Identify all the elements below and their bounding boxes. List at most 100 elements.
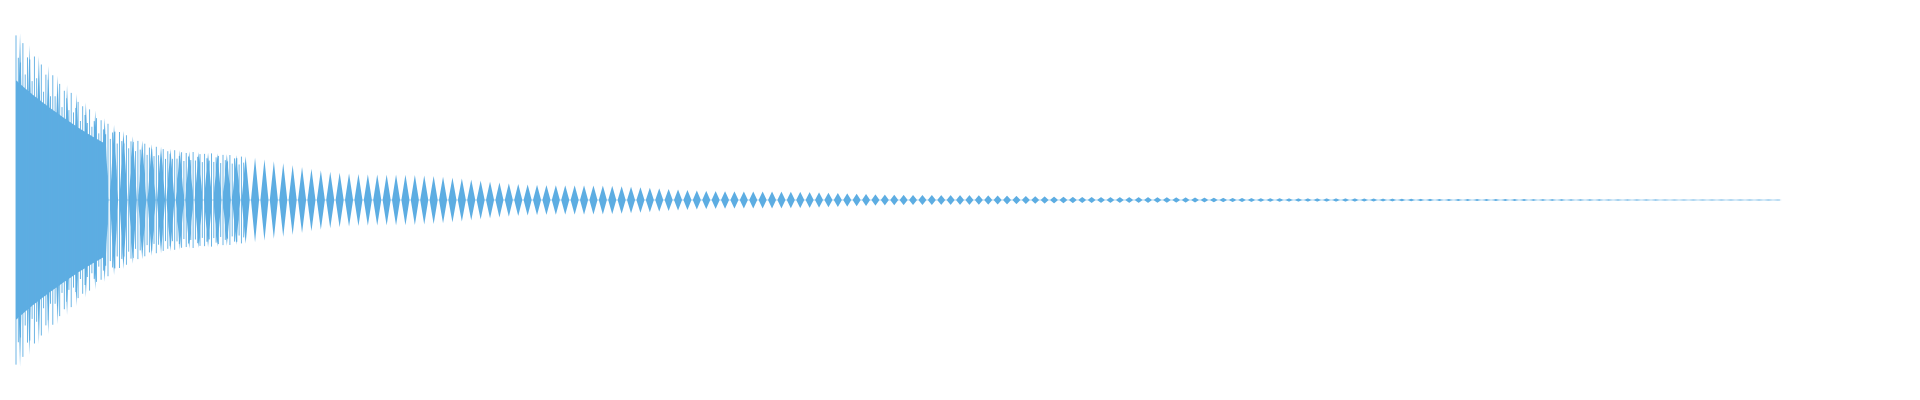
waveform-lobe xyxy=(363,174,372,226)
waveform-lobe xyxy=(1397,198,1406,202)
waveform-lobe xyxy=(1717,199,1726,201)
waveform-lobe xyxy=(598,185,607,215)
waveform-lobe xyxy=(1322,198,1331,202)
waveform-lobe xyxy=(1755,199,1764,201)
waveform-lobe xyxy=(946,195,955,205)
waveform-lobe xyxy=(439,176,448,224)
waveform-lobe xyxy=(937,195,946,205)
waveform-lobe xyxy=(1585,199,1594,201)
waveform-lobe xyxy=(984,195,993,205)
waveform-lobe xyxy=(561,185,570,215)
waveform-lobe xyxy=(974,195,983,205)
waveform-lobe xyxy=(1369,198,1378,202)
waveform-lobe xyxy=(1529,199,1538,201)
waveform-lobe xyxy=(739,191,748,209)
waveform-lobe xyxy=(1181,197,1190,203)
waveform-lobe xyxy=(542,185,551,215)
waveform-lobe xyxy=(909,194,918,206)
waveform-lobe xyxy=(570,185,579,215)
waveform-lobe xyxy=(702,190,711,210)
waveform-lobe xyxy=(852,193,861,207)
waveform-lobe xyxy=(523,184,532,216)
waveform-lobe xyxy=(476,180,485,220)
waveform-lobe xyxy=(1567,199,1576,201)
waveform-lobe xyxy=(1162,197,1171,203)
waveform-lobe xyxy=(1050,196,1059,204)
waveform-lobe xyxy=(796,191,805,209)
waveform-lobe xyxy=(260,159,269,241)
waveform-lobe xyxy=(1068,196,1077,204)
waveform-lobe xyxy=(1097,197,1106,203)
waveform-lobe xyxy=(1773,199,1782,201)
waveform-lobe xyxy=(1501,199,1510,201)
waveform-lobe xyxy=(890,194,899,206)
waveform-lobe xyxy=(862,194,871,206)
waveform-lobe xyxy=(730,191,739,209)
waveform-lobe xyxy=(1651,199,1660,201)
waveform-lobe xyxy=(1003,195,1012,205)
waveform-lobe xyxy=(533,184,542,216)
waveform-lobe xyxy=(655,188,664,212)
waveform-lobe xyxy=(1661,199,1670,201)
waveform-lobe xyxy=(382,174,391,226)
waveform-lobe xyxy=(448,177,457,223)
waveform-lobe xyxy=(354,174,363,226)
waveform-lobe xyxy=(871,194,880,206)
waveform-lobe xyxy=(645,187,654,213)
waveform-lobe xyxy=(1228,197,1237,203)
waveform-lobe xyxy=(1125,197,1134,203)
waveform-lobe xyxy=(410,175,419,225)
waveform-lobe xyxy=(843,193,852,207)
waveform-lobe xyxy=(1689,199,1698,201)
waveform-lobe xyxy=(918,195,927,205)
waveform-lobe xyxy=(1021,196,1030,204)
waveform-lobe xyxy=(1266,198,1275,202)
waveform-lobe xyxy=(119,131,128,269)
waveform-lobe xyxy=(1426,198,1435,202)
waveform-lobe xyxy=(758,191,767,209)
waveform-lobe xyxy=(1209,197,1218,203)
waveform-lobe xyxy=(1416,198,1425,202)
waveform-lobe xyxy=(1087,197,1096,203)
waveform-lobe xyxy=(1256,198,1265,202)
waveform-lobe xyxy=(1548,199,1557,201)
waveform-lobe xyxy=(805,192,814,208)
waveform-lobe xyxy=(326,171,335,229)
waveform-lobe xyxy=(674,189,683,211)
waveform-lobe xyxy=(965,195,974,205)
waveform-lobe xyxy=(1595,199,1604,201)
waveform-lobe xyxy=(824,192,833,208)
waveform-lobe xyxy=(777,191,786,209)
waveform-lobe xyxy=(1491,199,1500,201)
waveform-lobe xyxy=(1576,199,1585,201)
waveform-lobe xyxy=(1360,198,1369,202)
waveform-lobe xyxy=(185,151,194,249)
waveform-lobe xyxy=(927,195,936,205)
waveform-trace xyxy=(15,33,1782,367)
waveform-lobe xyxy=(1726,199,1735,201)
waveform-lobe xyxy=(1698,199,1707,201)
waveform-lobe xyxy=(1332,198,1341,202)
waveform-lobe xyxy=(1745,199,1754,201)
waveform-lobe xyxy=(1463,199,1472,201)
waveform-lobe xyxy=(768,191,777,209)
waveform-lobe xyxy=(1191,197,1200,203)
waveform-lobe xyxy=(1538,199,1547,201)
waveform-lobe xyxy=(194,152,203,248)
waveform-lobe xyxy=(279,163,288,237)
waveform-lobe xyxy=(899,194,908,206)
waveform-lobe xyxy=(1604,199,1613,201)
waveform-lobe xyxy=(401,174,410,226)
waveform-lobe xyxy=(1040,196,1049,204)
waveform-lobe xyxy=(1134,197,1143,203)
waveform-lobe xyxy=(335,172,344,228)
waveform-lobe xyxy=(1642,199,1651,201)
waveform-lobe xyxy=(298,167,307,233)
waveform-lobe xyxy=(429,175,438,225)
waveform-lobe xyxy=(1623,199,1632,201)
waveform-lobe xyxy=(1614,199,1623,201)
waveform-lobe xyxy=(251,157,260,243)
waveform-lobe xyxy=(1106,197,1115,203)
waveform-lobe xyxy=(204,152,213,248)
